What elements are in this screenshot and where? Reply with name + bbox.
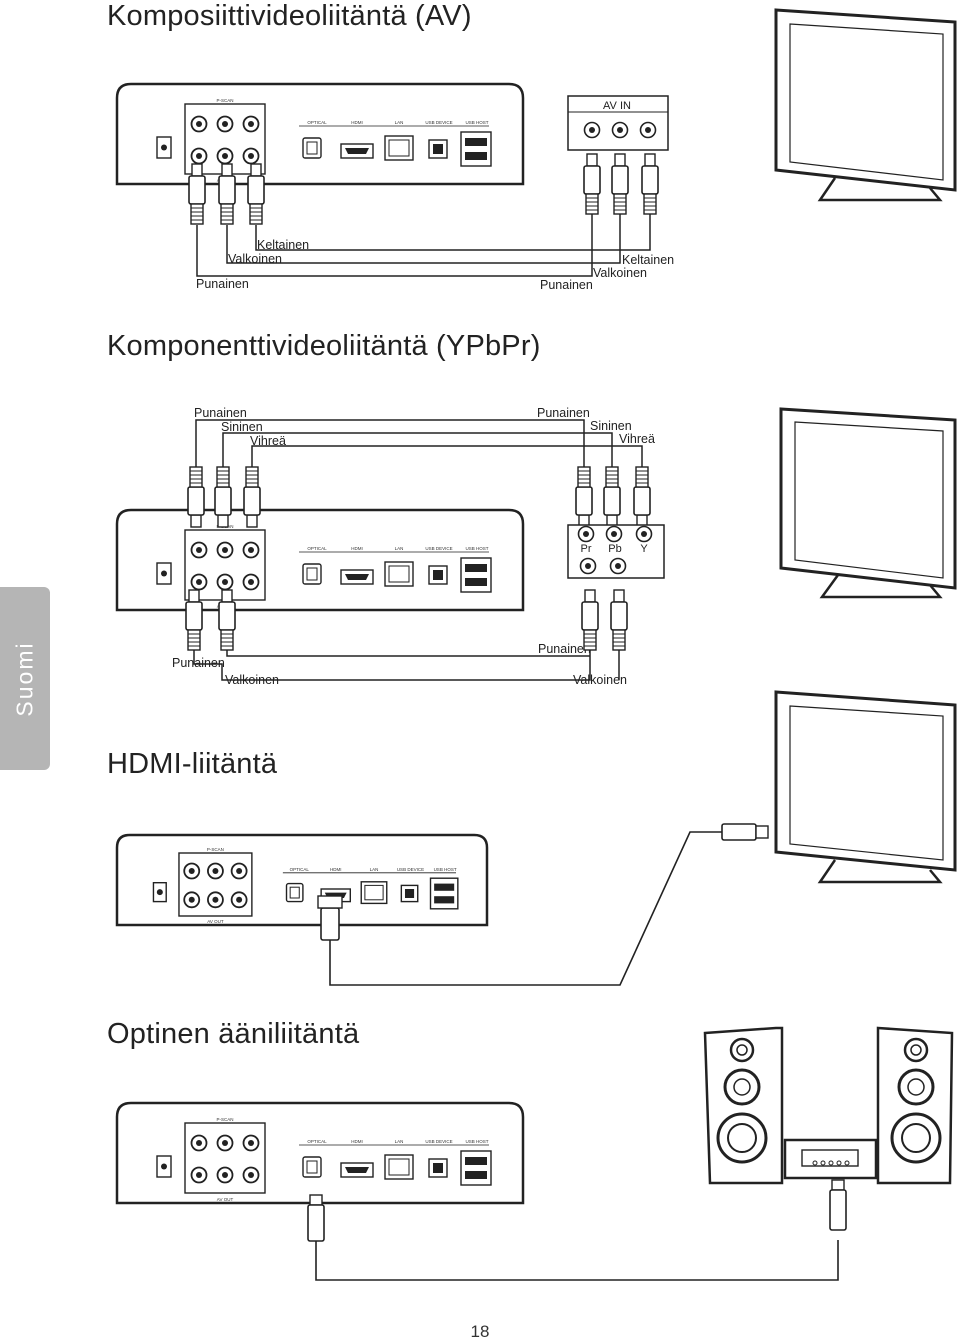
section-title-optical: Optinen ääniliitäntä	[107, 1018, 360, 1050]
label-ypbpr-tv-green: Vihreä	[619, 432, 655, 446]
port-label-optical: OPTICAL	[307, 1139, 327, 1144]
speaker-left	[703, 1026, 784, 1185]
pscan-label: P-SCAN	[216, 98, 233, 103]
port-label-hdmi: HDMI	[351, 546, 363, 551]
label-audio-tv-white: Valkoinen	[573, 673, 627, 687]
section-title-ypbpr: Komponenttivideoliitäntä (YPbPr)	[107, 330, 541, 362]
port-label-usb_host: USB HOST	[434, 867, 457, 872]
port-label-usb_host: USB HOST	[465, 546, 488, 551]
port-label-optical: OPTICAL	[307, 546, 327, 551]
optical-cable	[307, 1179, 847, 1281]
label-ypbpr-tv-blue: Sininen	[590, 419, 632, 433]
av-cables	[196, 214, 651, 277]
jack-label-y: Y	[640, 543, 648, 555]
port-label-lan: LAN	[370, 867, 379, 872]
port-label-lan: LAN	[395, 120, 404, 125]
section-title-av: Komposiittivideoliitäntä (AV)	[107, 0, 472, 32]
port-label-hdmi: HDMI	[351, 120, 363, 125]
tv-hdmi	[774, 690, 957, 884]
port-label-optical: OPTICAL	[307, 120, 327, 125]
port-label-usb_host: USB HOST	[465, 1139, 488, 1144]
jack-label-pr: Pr	[581, 543, 592, 555]
label-av-tv-white: Valkoinen	[593, 266, 647, 280]
port-label-hdmi: HDMI	[351, 1139, 363, 1144]
section-title-hdmi: HDMI-liitäntä	[107, 748, 278, 780]
label-ypbpr-player-green: Vihreä	[250, 434, 286, 448]
port-label-usb_device: USB DEVICE	[425, 1139, 452, 1144]
port-label-usb_device: USB DEVICE	[425, 120, 452, 125]
component-in-panel: Pr Pb Y	[567, 524, 665, 579]
ypbpr-audio-cables	[193, 630, 620, 681]
label-av-tv-yellow: Keltainen	[622, 253, 675, 267]
av-tv-plugs	[583, 153, 659, 215]
tv-ypbpr	[779, 407, 957, 599]
label-ypbpr-tv-red: Punainen	[537, 406, 590, 420]
port-label-usb_host: USB HOST	[465, 120, 488, 125]
av-in-label: AV IN	[603, 100, 631, 112]
ypbpr-video-cables	[195, 419, 643, 470]
label-ypbpr-player-red: Punainen	[194, 406, 247, 420]
port-label-optical: OPTICAL	[290, 867, 310, 872]
av-in-panel: AV IN	[567, 95, 669, 151]
av-out-label: AV OUT	[217, 1197, 234, 1202]
av-player-plugs	[188, 163, 265, 225]
label-audio-player-red: Punainen	[172, 656, 225, 670]
jack-label-pb: Pb	[608, 543, 621, 555]
amplifier	[783, 1138, 878, 1180]
speaker-right	[876, 1026, 954, 1185]
port-label-lan: LAN	[395, 546, 404, 551]
label-av-player-red: Punainen	[196, 277, 249, 291]
language-side-tab: Suomi	[0, 587, 50, 770]
tv-av	[774, 8, 957, 202]
label-audio-tv-red: Punainen	[538, 642, 591, 656]
label-ypbpr-player-blue: Sininen	[221, 420, 263, 434]
pscan-label: P-SCAN	[216, 1117, 233, 1122]
label-av-player-yellow: Keltainen	[257, 238, 310, 252]
port-label-usb_device: USB DEVICE	[425, 546, 452, 551]
port-label-usb_device: USB DEVICE	[397, 867, 424, 872]
hdmi-cable	[317, 823, 769, 986]
pscan-label: P-SCAN	[207, 847, 224, 852]
label-av-tv-red: Punainen	[540, 278, 593, 292]
port-label-lan: LAN	[395, 1139, 404, 1144]
page-number: 18	[470, 1322, 490, 1341]
player-hdmi: P-SCAN AV OUT OPTICAL HDMI LAN USB DEVICE USB …	[115, 833, 489, 927]
av-out-label: AV OUT	[207, 919, 224, 924]
player-optical: P-SCAN AV OUT OPTICAL HDMI LAN USB DEVICE USB …	[115, 1101, 525, 1205]
port-label-hdmi: HDMI	[330, 867, 342, 872]
